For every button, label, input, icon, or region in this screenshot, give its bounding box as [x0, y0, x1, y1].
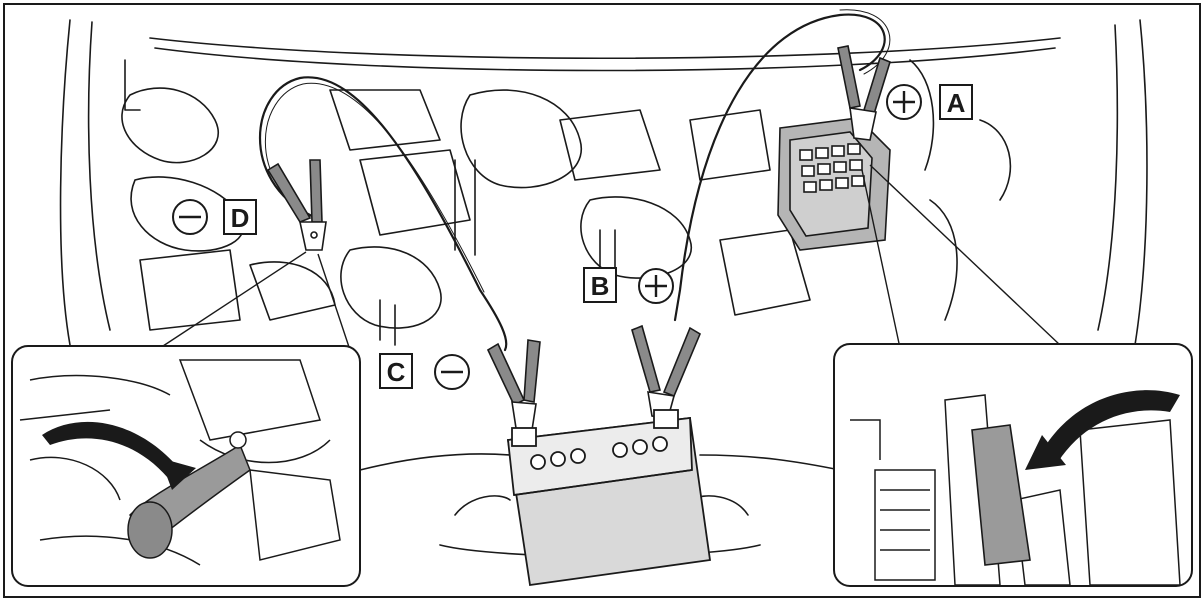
label-d: D — [231, 203, 250, 233]
label-a: A — [947, 88, 966, 118]
clamp-a — [837, 45, 891, 141]
callout-lines — [159, 164, 1061, 351]
label-b: B — [591, 271, 610, 301]
fuse-box — [777, 117, 891, 251]
curved-arrow-icon — [42, 421, 182, 478]
curved-arrow-icon-right — [1040, 390, 1180, 462]
label-b-group: B — [583, 267, 674, 304]
inset-ground-point — [11, 345, 361, 587]
clamp-c — [486, 339, 541, 431]
arrow-head-icon — [160, 458, 196, 490]
engine-bay — [59, 19, 1148, 558]
clamp-d — [266, 159, 327, 251]
plus-sign-icon — [638, 268, 674, 304]
label-c: C — [387, 357, 406, 387]
battery — [506, 409, 712, 587]
label-d-group: D — [172, 199, 257, 235]
arrow-head-icon-right — [1025, 435, 1066, 470]
label-a-group: A — [886, 84, 973, 120]
battery-terminal-negative — [511, 427, 537, 447]
plus-sign-icon — [886, 84, 922, 120]
inset-positive-terminal — [833, 343, 1193, 587]
minus-sign-icon — [172, 199, 208, 235]
clamp-b — [631, 324, 702, 419]
minus-sign-icon — [434, 354, 470, 390]
label-c-group: C — [379, 353, 470, 390]
battery-terminal-positive — [653, 409, 679, 429]
jumper-cables — [259, 9, 891, 352]
